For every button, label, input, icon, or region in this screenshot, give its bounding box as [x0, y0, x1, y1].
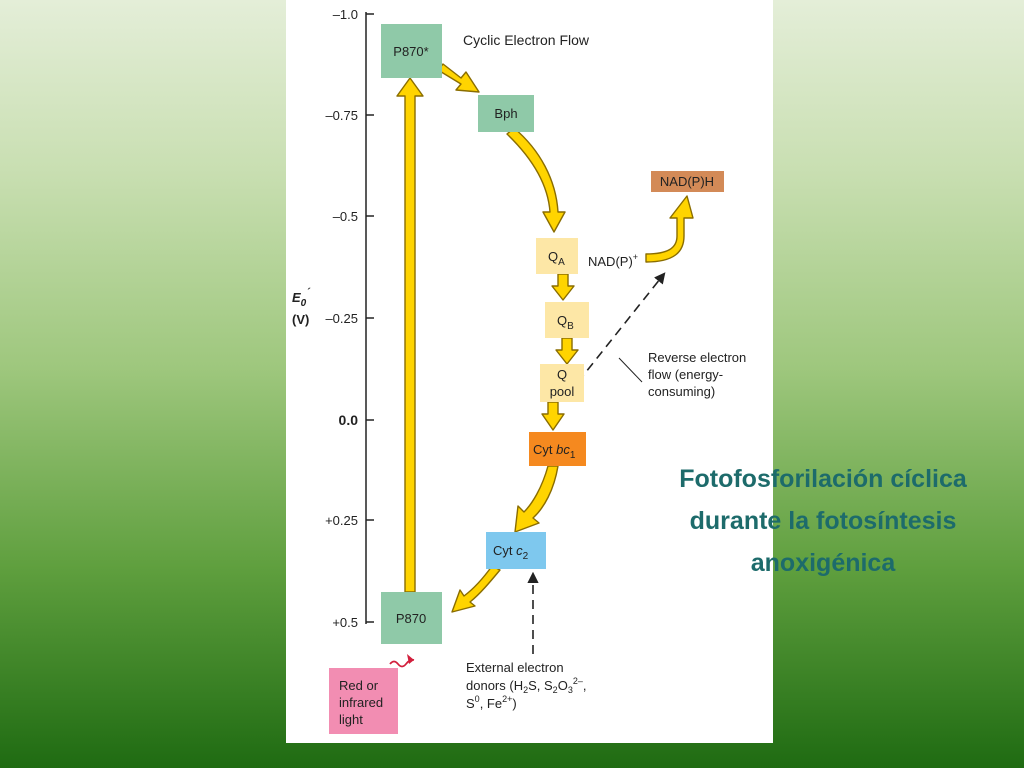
reverse-flow-dashed-arrow — [577, 272, 666, 383]
svg-text:flow (energy-: flow (energy- — [648, 367, 723, 382]
node-cyt-c2: Cyt c2 — [486, 532, 546, 569]
svg-text:QA: QA — [548, 249, 565, 268]
node-q-pool: Q pool — [540, 364, 584, 402]
arrow-p870-to-p870star — [396, 77, 424, 593]
node-qa: QA — [536, 238, 578, 274]
svg-text:(V): (V) — [292, 312, 309, 327]
tick-label: –0.5 — [333, 209, 358, 224]
tick-label: –0.25 — [325, 311, 358, 326]
svg-text:External electron: External electron — [466, 660, 564, 675]
arrow-nadp-to-nadph — [645, 195, 694, 263]
arrow-bph-to-qa — [506, 127, 566, 233]
nadp-plus-label: NAD(P)+ — [588, 252, 638, 269]
caption-line: anoxigénica — [750, 549, 896, 577]
svg-text:Q: Q — [557, 367, 567, 382]
svg-text:light: light — [339, 712, 363, 727]
reverse-flow-note: Reverse electron flow (energy- consuming… — [648, 350, 746, 399]
svg-text:infrared: infrared — [339, 695, 383, 710]
node-p870: P870 — [381, 592, 442, 644]
svg-text:consuming): consuming) — [648, 384, 715, 399]
diagram-panel: –1.0 –0.75 –0.5 –0.25 0.0 +0.25 +0.5 E0´… — [286, 0, 773, 743]
svg-text:Cyt bc1: Cyt bc1 — [533, 442, 576, 461]
node-p870-star: P870* — [381, 24, 442, 78]
tick-label: –0.75 — [325, 108, 358, 123]
arrow-qa-to-qb — [551, 273, 575, 301]
slide-caption: Fotofosforilación cíclica durante la fot… — [648, 458, 998, 584]
caption-line: Fotofosforilación cíclica — [679, 465, 967, 493]
arrow-qb-to-qpool — [555, 337, 579, 365]
svg-text:NAD(P)H: NAD(P)H — [660, 174, 714, 189]
caption-line: durante la fotosíntesis — [689, 507, 957, 535]
svg-text:E0´: E0´ — [292, 287, 311, 309]
svg-text:Bph: Bph — [494, 106, 517, 121]
svg-text:S0, Fe2+): S0, Fe2+) — [466, 694, 517, 711]
svg-text:Cyt c2: Cyt c2 — [493, 543, 529, 562]
external-donors-note: External electron donors (H2S, S2O32–, S… — [466, 660, 586, 711]
reverse-flow-leader-line — [618, 357, 643, 383]
arrow-cytc2-to-p870 — [451, 565, 501, 613]
node-light-source: Red or infrared light — [329, 668, 398, 734]
svg-text:P870: P870 — [396, 611, 426, 626]
svg-text:QB: QB — [557, 313, 574, 332]
svg-text:Red or: Red or — [339, 678, 379, 693]
svg-text:donors (H2S, S2O32–,: donors (H2S, S2O32–, — [466, 676, 586, 695]
svg-text:P870*: P870* — [393, 44, 428, 59]
light-wave-arrowhead-icon — [407, 654, 414, 664]
arrow-cytbc1-to-cytc2 — [514, 465, 559, 533]
svg-text:Reverse electron: Reverse electron — [648, 350, 746, 365]
y-axis-ticks — [366, 13, 374, 623]
tick-label: +0.25 — [325, 513, 358, 528]
arrow-p870star-to-bph — [437, 63, 480, 93]
node-bph: Bph — [478, 95, 534, 132]
electron-flow-diagram: –1.0 –0.75 –0.5 –0.25 0.0 +0.25 +0.5 E0´… — [292, 7, 746, 734]
axis-title: E0´ (V) — [292, 287, 311, 327]
node-nadph: NAD(P)H — [651, 171, 724, 192]
diagram-title: Cyclic Electron Flow — [463, 32, 590, 48]
tick-label-zero: 0.0 — [339, 412, 359, 428]
node-cyt-bc1: Cyt bc1 — [529, 432, 586, 466]
tick-label: +0.5 — [332, 615, 358, 630]
svg-text:pool: pool — [550, 384, 575, 399]
tick-label: –1.0 — [333, 7, 358, 22]
node-qb: QB — [545, 302, 589, 338]
arrow-qpool-to-cytbc1 — [541, 401, 565, 431]
